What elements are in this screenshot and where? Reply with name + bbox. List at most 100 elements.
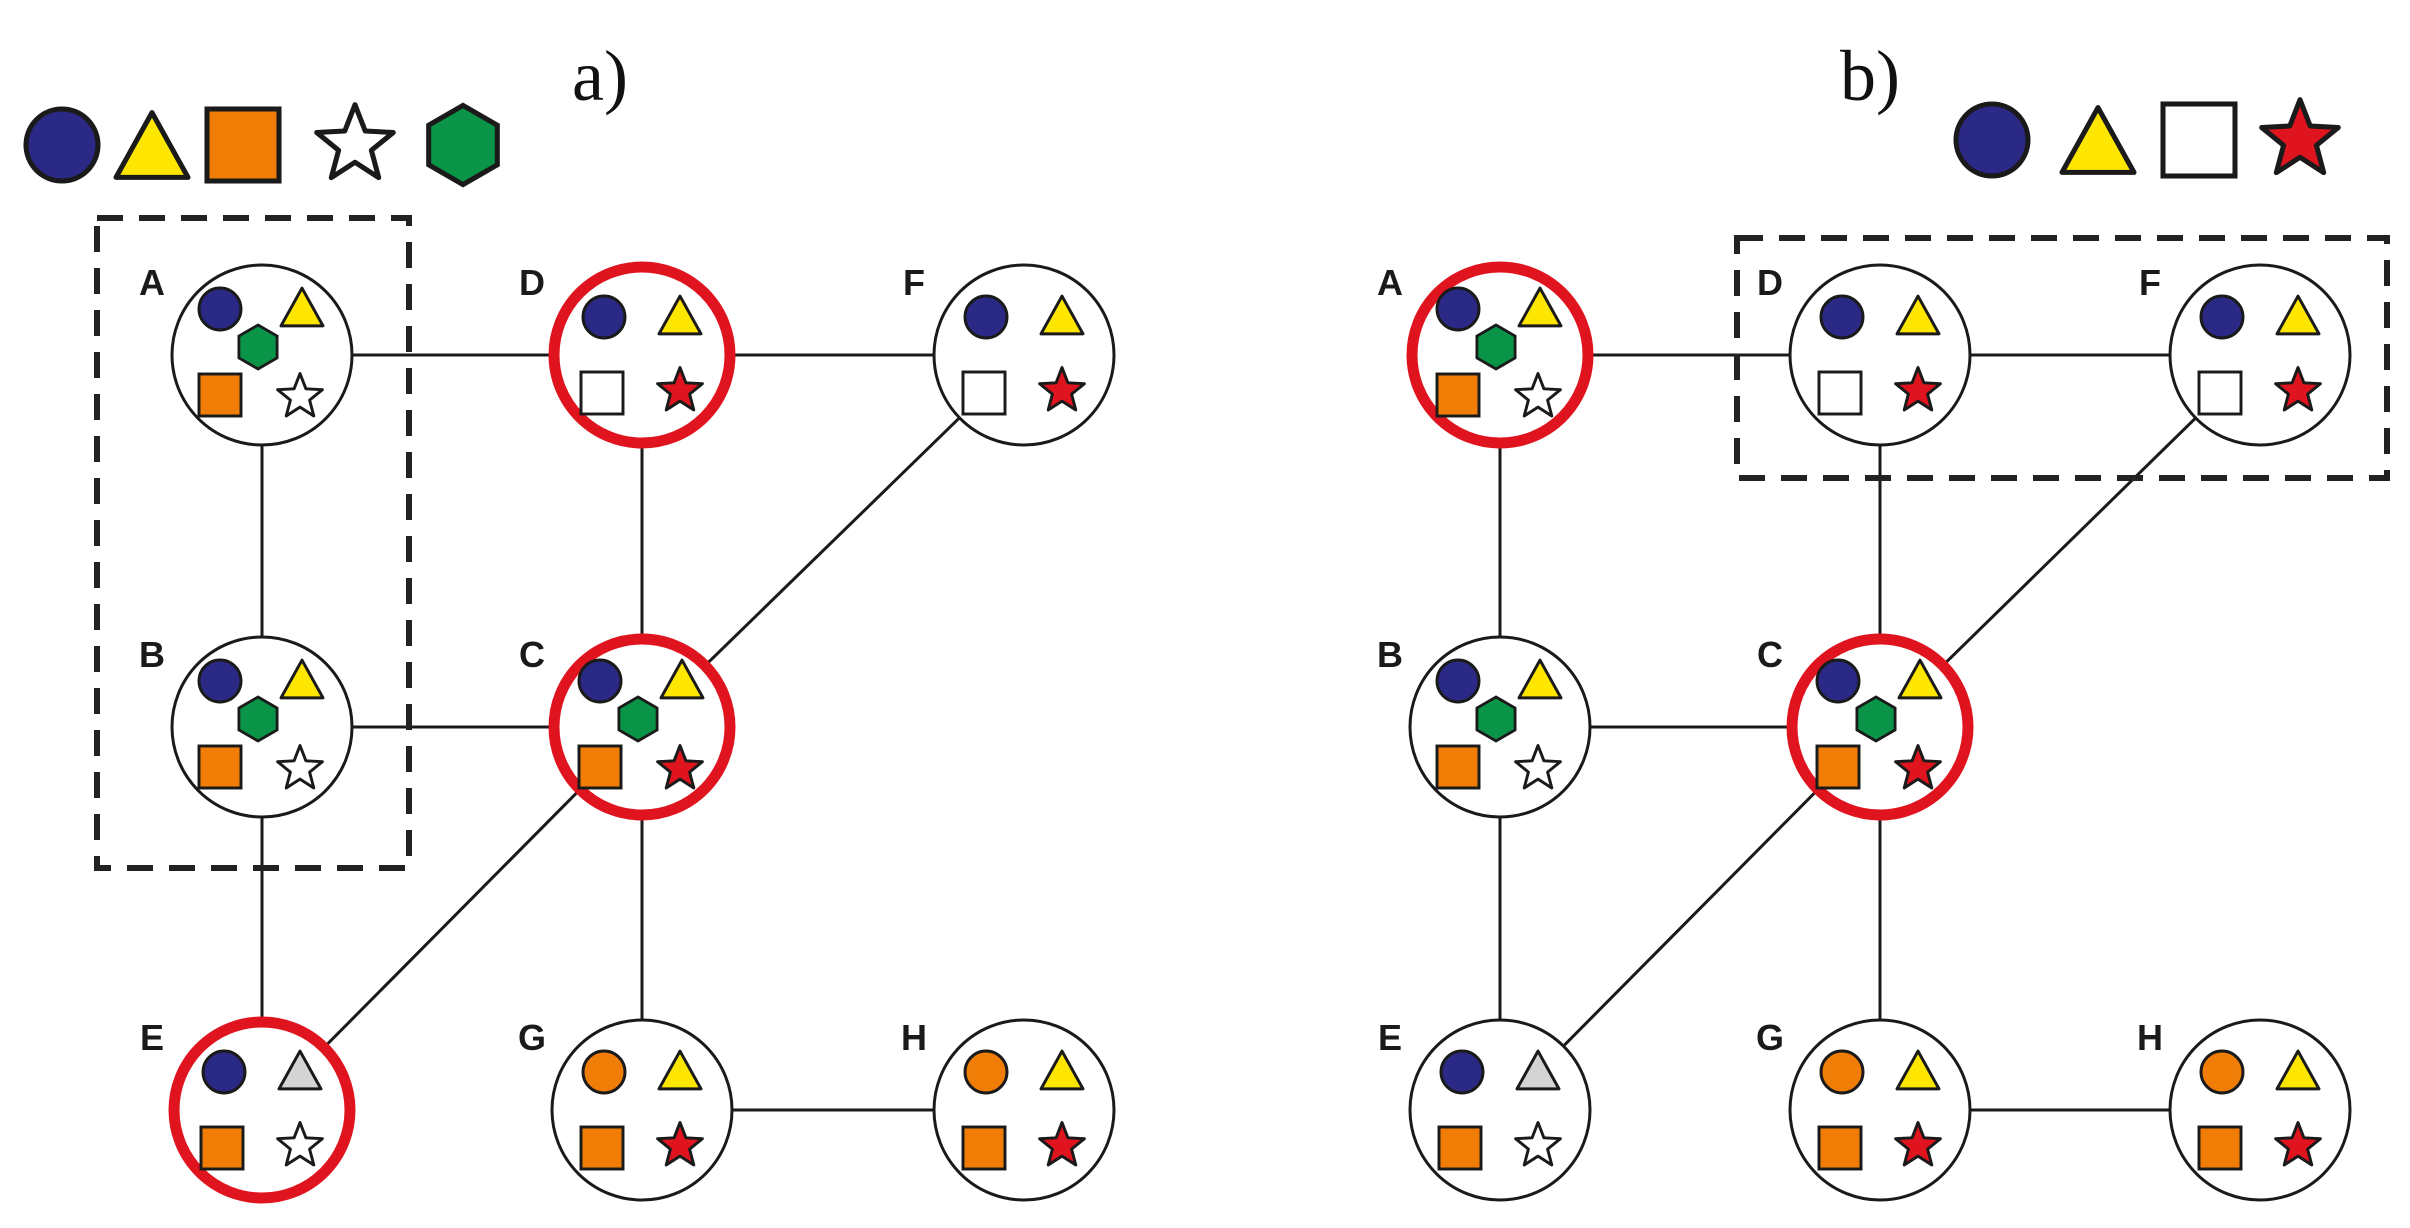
node-label: D — [1757, 262, 1783, 303]
highlight-ring — [548, 633, 736, 821]
node-square-icon — [961, 1125, 1007, 1171]
node-square-icon — [1437, 1125, 1483, 1171]
highlight-ring — [548, 261, 736, 449]
node-triangle-icon — [1895, 1049, 1941, 1091]
node-hexagon-icon — [237, 695, 279, 743]
highlight-ring — [1406, 261, 1594, 449]
node-hexagon-icon — [617, 695, 659, 743]
node-label: C — [519, 634, 545, 675]
node-triangle-icon — [2275, 294, 2321, 336]
node-label: F — [2139, 262, 2161, 303]
node-triangle-icon — [1895, 294, 1941, 336]
node-circle-icon — [197, 286, 243, 332]
legend-triangle-icon — [2059, 105, 2137, 175]
node-d: D — [1757, 262, 1972, 447]
node-star-icon — [276, 744, 324, 790]
node-square-icon — [1817, 370, 1863, 416]
panel-a-group-box — [94, 215, 412, 871]
node-label: E — [140, 1017, 164, 1058]
node-label: H — [2137, 1017, 2163, 1058]
node-triangle-icon — [1517, 658, 1563, 700]
node-square-icon — [197, 372, 243, 418]
highlight-ring — [168, 1016, 356, 1204]
panel-b-label: b) — [1840, 36, 1900, 116]
node-triangle-icon — [1039, 294, 1085, 336]
node-label: B — [139, 634, 165, 675]
legend-square-icon — [2160, 101, 2238, 179]
node-circle-icon — [963, 294, 1009, 340]
node-h: H — [2137, 1017, 2352, 1202]
node-circle-icon — [197, 658, 243, 704]
node-triangle-icon — [2275, 1049, 2321, 1091]
node-star-icon — [1514, 744, 1562, 790]
node-circle-icon — [1435, 286, 1481, 332]
node-square-icon — [197, 744, 243, 790]
node-e: E — [1378, 1017, 1592, 1202]
node-circle-icon — [1439, 1049, 1485, 1095]
node-triangle-icon — [657, 1049, 703, 1091]
node-star-icon — [1894, 1121, 1942, 1167]
node-f: F — [2139, 262, 2352, 447]
legend-star-icon — [314, 102, 396, 181]
node-circle-icon — [2199, 1049, 2245, 1095]
node-label: G — [518, 1017, 546, 1058]
node-star-icon — [2274, 366, 2322, 412]
node-triangle-icon — [279, 658, 325, 700]
legend-circle-icon — [1953, 101, 2031, 179]
panel-b-legend — [1953, 97, 2341, 179]
node-triangle-icon — [1517, 286, 1563, 328]
panel-a-nodes: A B C D E F G H — [139, 261, 1116, 1204]
node-d: D — [519, 261, 736, 449]
node-star-icon — [1514, 1121, 1562, 1167]
node-star-icon — [1038, 1121, 1086, 1167]
node-triangle-icon — [1039, 1049, 1085, 1091]
node-star-icon — [2274, 1121, 2322, 1167]
legend-square-icon — [204, 106, 282, 184]
node-circle — [932, 1018, 1116, 1202]
node-star-icon — [1038, 366, 1086, 412]
legend-circle-icon — [23, 106, 101, 184]
node-label: G — [1756, 1017, 1784, 1058]
highlight-ring — [1786, 633, 1974, 821]
node-star-icon — [656, 744, 704, 790]
node-label: D — [519, 262, 545, 303]
node-a: A — [1377, 261, 1594, 449]
node-circle — [1788, 1018, 1972, 1202]
node-label: A — [1377, 262, 1403, 303]
node-label: H — [901, 1017, 927, 1058]
node-circle-icon — [201, 1049, 247, 1095]
panel-a-legend — [23, 102, 500, 188]
node-label: F — [903, 262, 925, 303]
node-circle — [1788, 263, 1972, 447]
node-label: E — [1378, 1017, 1402, 1058]
node-triangle-icon — [277, 1049, 323, 1091]
node-square-icon — [199, 1125, 245, 1171]
node-star-icon — [1894, 744, 1942, 790]
node-triangle-icon — [1897, 658, 1943, 700]
legend-triangle-icon — [113, 110, 191, 180]
node-hexagon-icon — [1475, 323, 1517, 371]
node-triangle-icon — [1515, 1049, 1561, 1091]
node-circle-icon — [581, 1049, 627, 1095]
node-b: B — [139, 634, 354, 819]
node-circle — [1408, 1018, 1592, 1202]
panel-b-nodes: A B C D E F G H — [1377, 261, 2352, 1202]
group-box — [1734, 235, 2390, 481]
node-label: C — [1757, 634, 1783, 675]
node-star-icon — [656, 366, 704, 412]
node-circle — [2168, 263, 2352, 447]
node-star-icon — [276, 372, 324, 418]
panel-b-group-box — [1734, 235, 2390, 481]
node-square-icon — [1815, 744, 1861, 790]
node-square-icon — [1435, 372, 1481, 418]
node-c: C — [519, 633, 736, 821]
node-a: A — [139, 262, 354, 447]
node-b: B — [1377, 634, 1592, 819]
node-star-icon — [1514, 372, 1562, 418]
node-circle-icon — [1815, 658, 1861, 704]
node-circle — [932, 263, 1116, 447]
node-circle — [2168, 1018, 2352, 1202]
node-circle-icon — [963, 1049, 1009, 1095]
